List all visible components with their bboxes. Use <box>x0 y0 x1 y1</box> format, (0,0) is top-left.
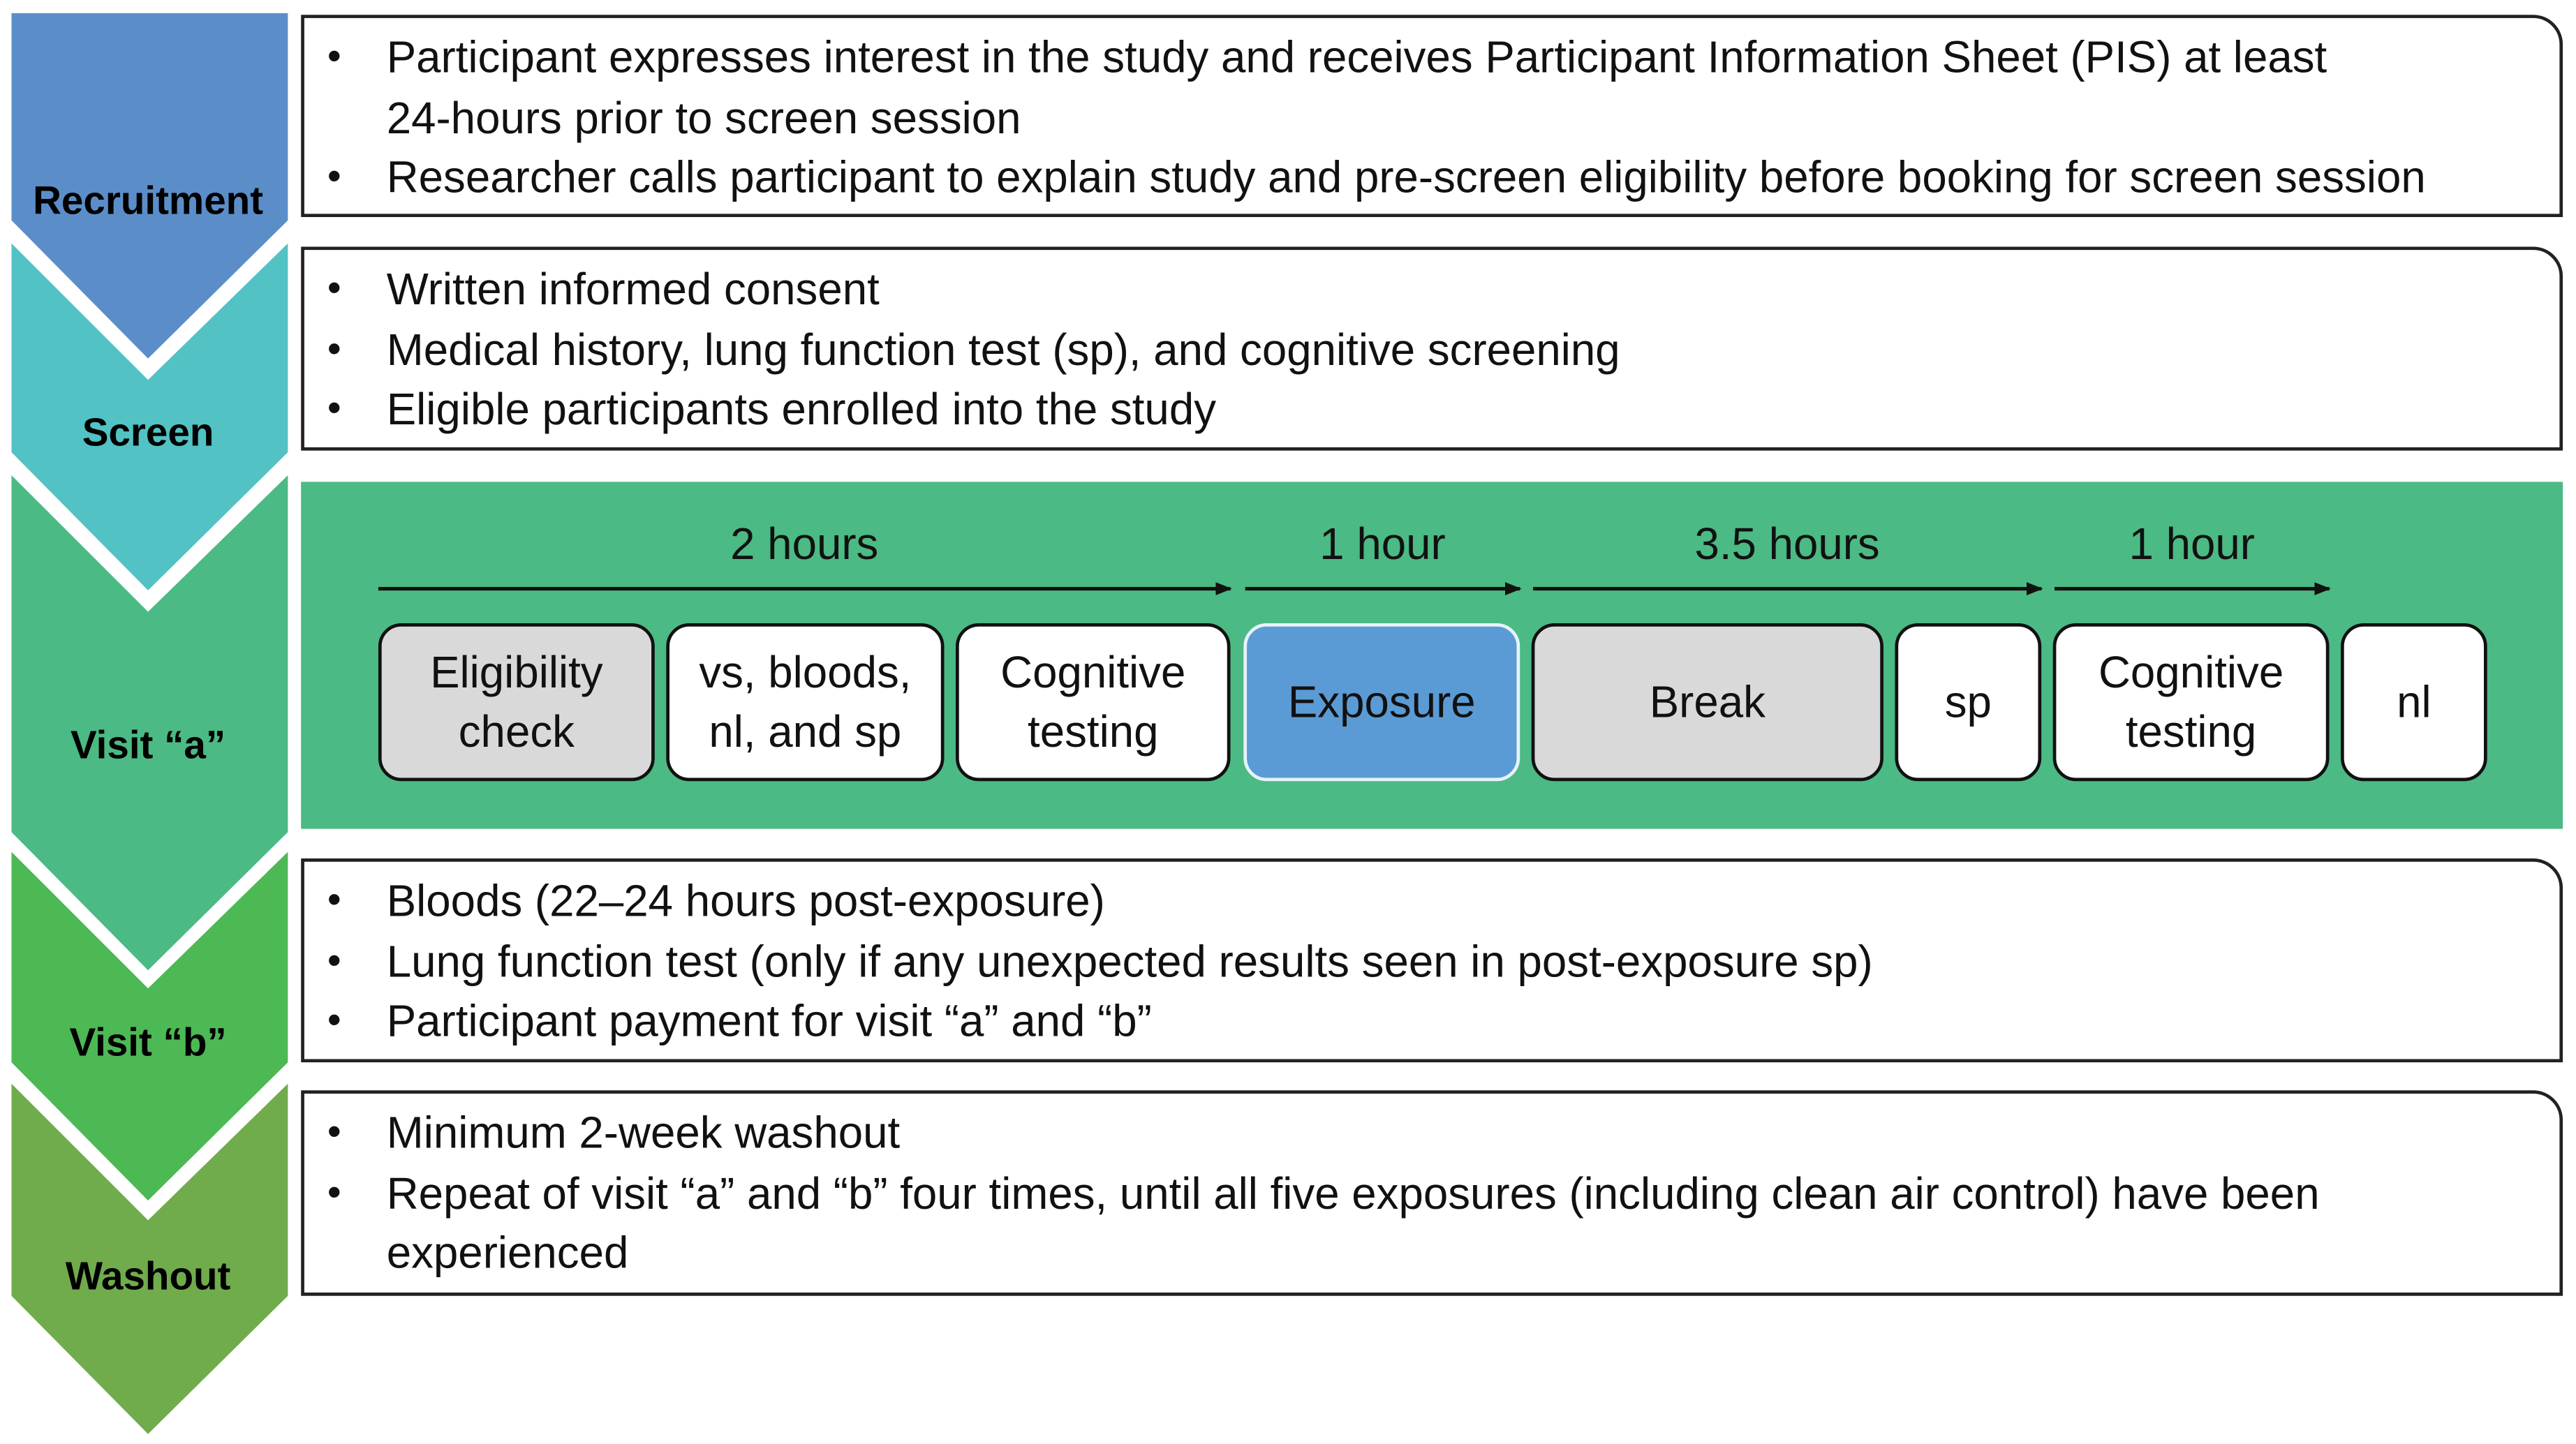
washout-box: Minimum 2-week washout Repeat of visit “… <box>301 1090 2563 1296</box>
step-vitals-bloods: vs, bloods, nl, and sp <box>666 623 945 782</box>
step-spirometry: sp <box>1895 623 2042 782</box>
duration-label: 1 hour <box>1319 519 1446 570</box>
step-text: check <box>458 707 575 757</box>
step-break: Break <box>1531 623 1883 782</box>
step-text: testing <box>2125 707 2257 757</box>
stage-label-visit-a: Visit “a” <box>70 723 226 768</box>
washout-bullet-list: Minimum 2-week washout Repeat of visit “… <box>304 1094 2559 1283</box>
stage-label-recruitment: Recruitment <box>33 179 264 224</box>
chevron-washout <box>11 1083 288 1434</box>
screen-bullet: Written informed consent <box>327 260 2527 320</box>
bullet-text: Lung function test (only if any unexpect… <box>386 936 1873 986</box>
step-text: nl, and sp <box>709 707 902 757</box>
washout-bullet: Repeat of visit “a” and “b” four times, … <box>327 1163 2527 1283</box>
visit-b-bullet: Participant payment for visit “a” and “b… <box>327 992 2527 1052</box>
step-cognitive-testing-post: Cognitive testing <box>2052 623 2330 782</box>
bullet-text: Researcher calls participant to explain … <box>386 153 2426 202</box>
step-nasal-lavage: nl <box>2341 623 2487 782</box>
recruitment-bullet-list: Participant expresses interest in the st… <box>304 18 2559 208</box>
bullet-text: Participant payment for visit “a” and “b… <box>386 996 1152 1046</box>
recruitment-bullet: Participant expresses interest in the st… <box>327 28 2527 148</box>
visit-b-bullet: Lung function test (only if any unexpect… <box>327 932 2527 992</box>
step-text: Cognitive <box>2098 648 2284 698</box>
bullet-text: Minimum 2-week washout <box>386 1108 901 1158</box>
screen-box: Written informed consent Medical history… <box>301 246 2563 451</box>
stage-label-washout: Washout <box>65 1254 231 1300</box>
visit-b-bullet: Bloods (22–24 hours post-exposure) <box>327 872 2527 932</box>
bullet-text: Repeat of visit “a” and “b” four times, … <box>386 1168 2320 1278</box>
step-text: sp <box>1944 677 1992 727</box>
screen-bullet: Medical history, lung function test (sp)… <box>327 320 2527 380</box>
duration-label: 1 hour <box>2129 519 2255 570</box>
recruitment-box: Participant expresses interest in the st… <box>301 15 2563 218</box>
step-text: vs, bloods, <box>699 648 912 698</box>
chevron-visit-a <box>11 475 288 971</box>
step-text: nl <box>2397 677 2431 727</box>
bullet-text: Medical history, lung function test (sp)… <box>386 325 1620 375</box>
visit-b-bullet-list: Bloods (22–24 hours post-exposure) Lung … <box>304 862 2559 1052</box>
chevron-visit-b <box>11 851 288 1201</box>
bullet-text: Eligible participants enrolled into the … <box>386 385 1217 435</box>
chevron-screen <box>11 243 288 590</box>
washout-bullet: Minimum 2-week washout <box>327 1103 2527 1163</box>
duration-label: 3.5 hours <box>1694 519 1880 570</box>
step-text: Eligibility <box>430 648 603 698</box>
screen-bullet-list: Written informed consent Medical history… <box>304 250 2559 440</box>
bullet-text: Bloods (22–24 hours post-exposure) <box>386 876 1105 926</box>
step-text: Cognitive <box>1000 648 1186 698</box>
screen-bullet: Eligible participants enrolled into the … <box>327 380 2527 440</box>
bullet-text: Written informed consent <box>386 265 880 315</box>
stage-chevron-column <box>11 13 288 1434</box>
stage-label-screen: Screen <box>82 411 214 456</box>
chevron-recruitment <box>11 13 288 359</box>
timeline-arrows <box>378 582 2331 595</box>
step-text: Exposure <box>1287 677 1476 727</box>
step-eligibility-check: Eligibility check <box>378 623 655 782</box>
visit-a-timeline-panel: 2 hours 1 hour 3.5 hours 1 hour Eligibil… <box>301 482 2563 829</box>
bullet-text: Participant expresses interest in the st… <box>386 33 2327 142</box>
visit-b-box: Bloods (22–24 hours post-exposure) Lung … <box>301 858 2563 1063</box>
recruitment-bullet: Researcher calls participant to explain … <box>327 148 2527 208</box>
step-exposure: Exposure <box>1243 623 1520 782</box>
step-cognitive-testing: Cognitive testing <box>956 623 1231 782</box>
step-text: Break <box>1649 677 1766 727</box>
duration-label: 2 hours <box>730 519 879 570</box>
stage-label-visit-b: Visit “b” <box>69 1021 227 1066</box>
step-text: testing <box>1028 707 1159 757</box>
